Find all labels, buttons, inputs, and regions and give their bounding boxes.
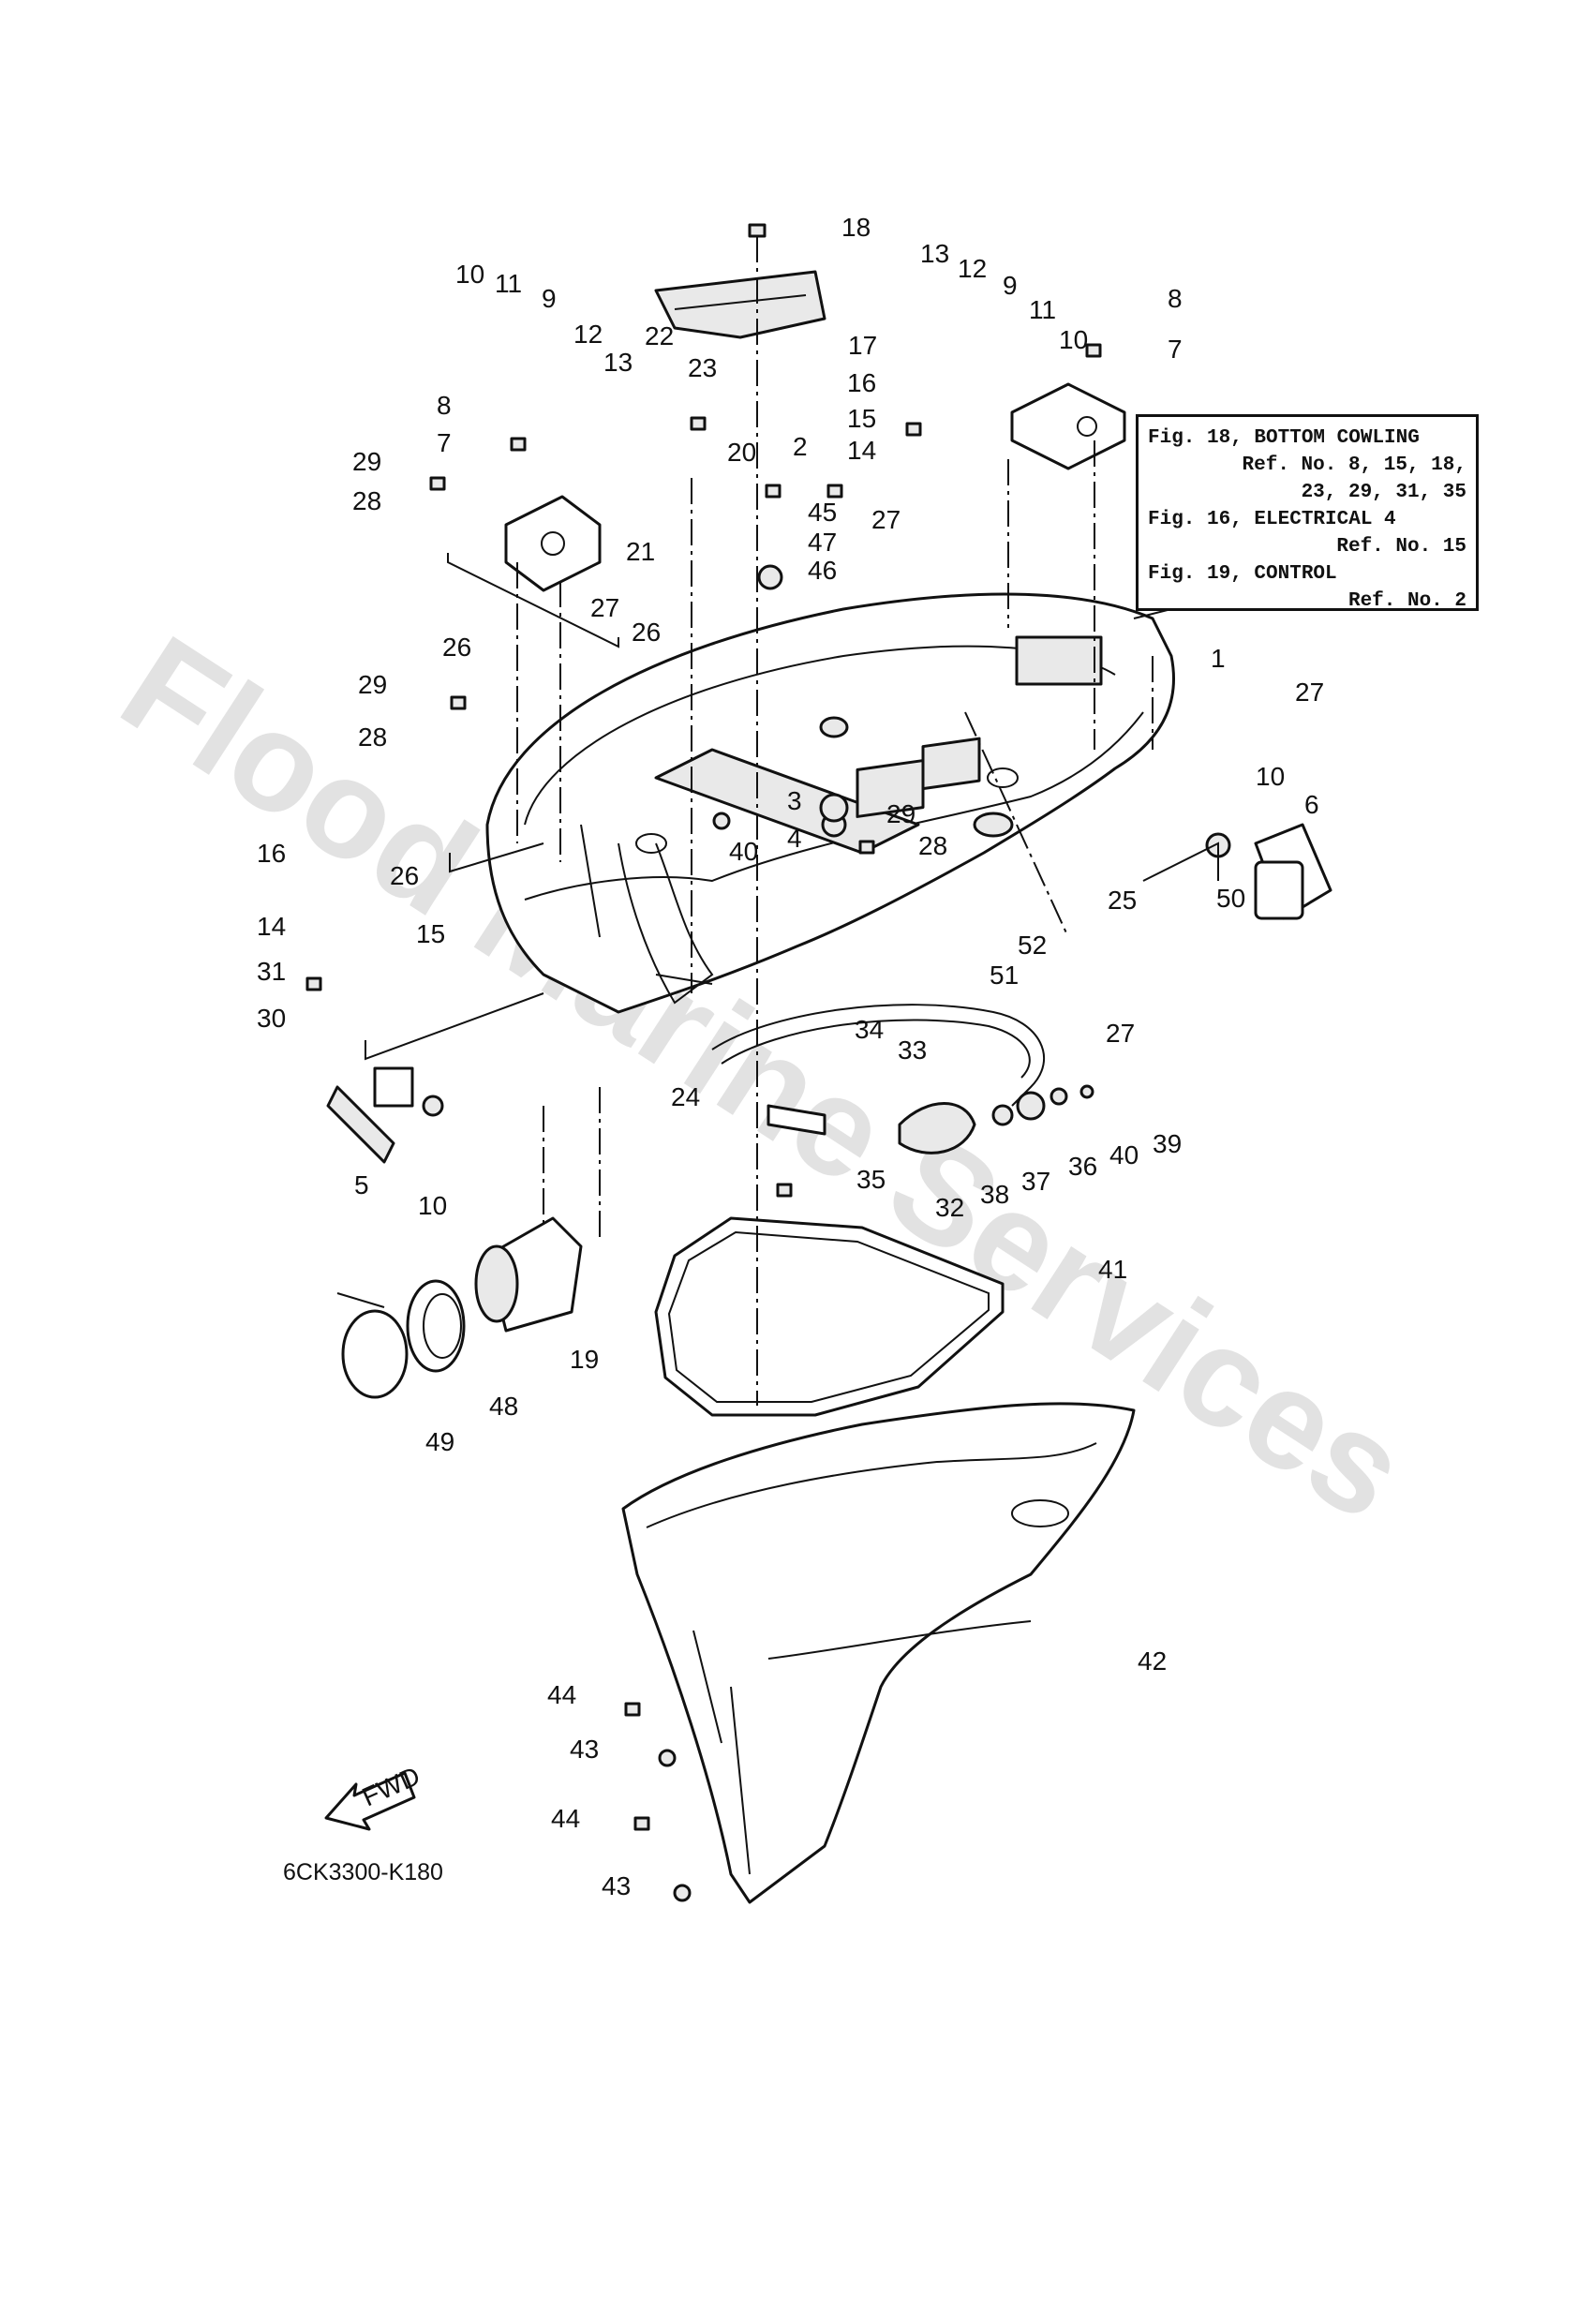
lever-5 bbox=[326, 1066, 444, 1164]
bracket-right bbox=[1010, 382, 1126, 470]
callout-14: 14 bbox=[847, 436, 876, 465]
reference-line: Fig. 16, ELECTRICAL 4 bbox=[1148, 509, 1396, 530]
callout-18: 18 bbox=[841, 213, 871, 242]
callout-51: 51 bbox=[990, 961, 1019, 990]
callout-28: 28 bbox=[918, 831, 947, 860]
callout-45: 45 bbox=[808, 498, 837, 527]
callout-17: 17 bbox=[848, 331, 877, 360]
callout-30: 30 bbox=[257, 1004, 286, 1033]
callout-7: 7 bbox=[1168, 335, 1183, 364]
gasket bbox=[654, 1216, 1005, 1417]
callout-8: 8 bbox=[1168, 284, 1183, 313]
callout-29: 29 bbox=[886, 799, 916, 828]
callout-2: 2 bbox=[793, 432, 808, 461]
callout-26: 26 bbox=[390, 861, 419, 890]
callout-49: 49 bbox=[425, 1427, 454, 1456]
callout-4: 4 bbox=[787, 824, 802, 853]
callout-41: 41 bbox=[1098, 1255, 1127, 1284]
hose-assembly bbox=[711, 1004, 1094, 1155]
callout-29: 29 bbox=[352, 447, 381, 476]
callout-8: 8 bbox=[437, 391, 452, 420]
callout-47: 47 bbox=[808, 528, 837, 557]
callout-19: 19 bbox=[570, 1345, 599, 1374]
callout-11: 11 bbox=[1029, 295, 1056, 324]
callout-14: 14 bbox=[257, 912, 286, 941]
callout-12: 12 bbox=[958, 254, 987, 283]
callout-10: 10 bbox=[1256, 762, 1285, 791]
callout-13: 13 bbox=[603, 348, 633, 377]
callout-24: 24 bbox=[671, 1082, 700, 1111]
callout-5: 5 bbox=[354, 1170, 369, 1199]
callout-44: 44 bbox=[547, 1680, 576, 1709]
reference-line: Fig. 19, CONTROL bbox=[1148, 563, 1337, 585]
callout-12: 12 bbox=[573, 320, 603, 349]
grommet-assembly bbox=[336, 1216, 583, 1399]
callout-11: 11 bbox=[495, 269, 522, 298]
callout-15: 15 bbox=[416, 919, 445, 948]
diagram-code: 6CK3300-K180 bbox=[283, 1859, 443, 1885]
callout-35: 35 bbox=[856, 1165, 886, 1194]
callout-20: 20 bbox=[727, 438, 756, 467]
reference-line: Ref. No. 15 bbox=[1336, 536, 1466, 558]
callout-25: 25 bbox=[1108, 886, 1137, 915]
callout-26: 26 bbox=[632, 618, 661, 647]
reference-line: Ref. No. 8, 15, 18, bbox=[1242, 454, 1466, 476]
callout-36: 36 bbox=[1068, 1152, 1097, 1181]
callout-10: 10 bbox=[1059, 325, 1088, 354]
callout-3: 3 bbox=[787, 786, 802, 815]
reference-line: Fig. 18, BOTTOM COWLING bbox=[1148, 427, 1420, 449]
callout-38: 38 bbox=[980, 1180, 1009, 1209]
reference-box: Fig. 18, BOTTOM COWLING Ref. No. 8, 15, … bbox=[1136, 414, 1479, 612]
callout-43: 43 bbox=[602, 1871, 631, 1900]
callout-23: 23 bbox=[688, 353, 717, 382]
callout-10: 10 bbox=[455, 260, 484, 289]
bolts bbox=[305, 223, 1102, 1902]
callout-6: 6 bbox=[1304, 790, 1319, 819]
side-lock bbox=[1205, 823, 1332, 920]
callout-48: 48 bbox=[489, 1392, 518, 1421]
callout-28: 28 bbox=[358, 723, 387, 752]
callout-44: 44 bbox=[551, 1804, 580, 1833]
callout-27: 27 bbox=[871, 505, 901, 534]
callout-39: 39 bbox=[1153, 1129, 1182, 1158]
callout-9: 9 bbox=[1003, 271, 1018, 300]
fwd-arrow: FWD bbox=[324, 1761, 424, 1831]
callout-26: 26 bbox=[442, 633, 471, 662]
bracket-left bbox=[504, 495, 602, 592]
callout-16: 16 bbox=[257, 839, 286, 868]
top-grip bbox=[654, 270, 826, 339]
callout-46: 46 bbox=[808, 556, 837, 585]
callout-9: 9 bbox=[542, 284, 557, 313]
callout-10: 10 bbox=[418, 1191, 447, 1220]
callout-50: 50 bbox=[1216, 884, 1245, 913]
callout-7: 7 bbox=[437, 428, 452, 457]
callout-16: 16 bbox=[847, 368, 876, 397]
assembly-lines bbox=[516, 236, 1154, 1406]
callout-32: 32 bbox=[935, 1193, 964, 1222]
callout-40: 40 bbox=[1109, 1140, 1139, 1169]
reference-line: Ref. No. 2 bbox=[1347, 590, 1466, 612]
callout-40: 40 bbox=[729, 837, 758, 866]
callout-22: 22 bbox=[645, 321, 674, 350]
callout-27: 27 bbox=[590, 593, 619, 622]
callout-29: 29 bbox=[358, 670, 387, 699]
callout-34: 34 bbox=[855, 1015, 884, 1044]
callout-31: 31 bbox=[257, 957, 286, 986]
callout-27: 27 bbox=[1106, 1019, 1135, 1048]
callout-27: 27 bbox=[1295, 678, 1324, 707]
callout-15: 15 bbox=[847, 404, 876, 433]
lower-cowling bbox=[621, 1402, 1136, 1904]
callout-52: 52 bbox=[1018, 931, 1047, 960]
callout-13: 13 bbox=[920, 239, 949, 268]
callout-33: 33 bbox=[898, 1035, 927, 1065]
callout-42: 42 bbox=[1138, 1646, 1167, 1676]
reference-line: 23, 29, 31, 35 bbox=[1301, 482, 1466, 503]
callout-28: 28 bbox=[352, 486, 381, 515]
callout-21: 21 bbox=[626, 537, 655, 566]
callout-1: 1 bbox=[1211, 644, 1226, 673]
callout-37: 37 bbox=[1021, 1167, 1050, 1196]
callout-43: 43 bbox=[570, 1735, 599, 1764]
